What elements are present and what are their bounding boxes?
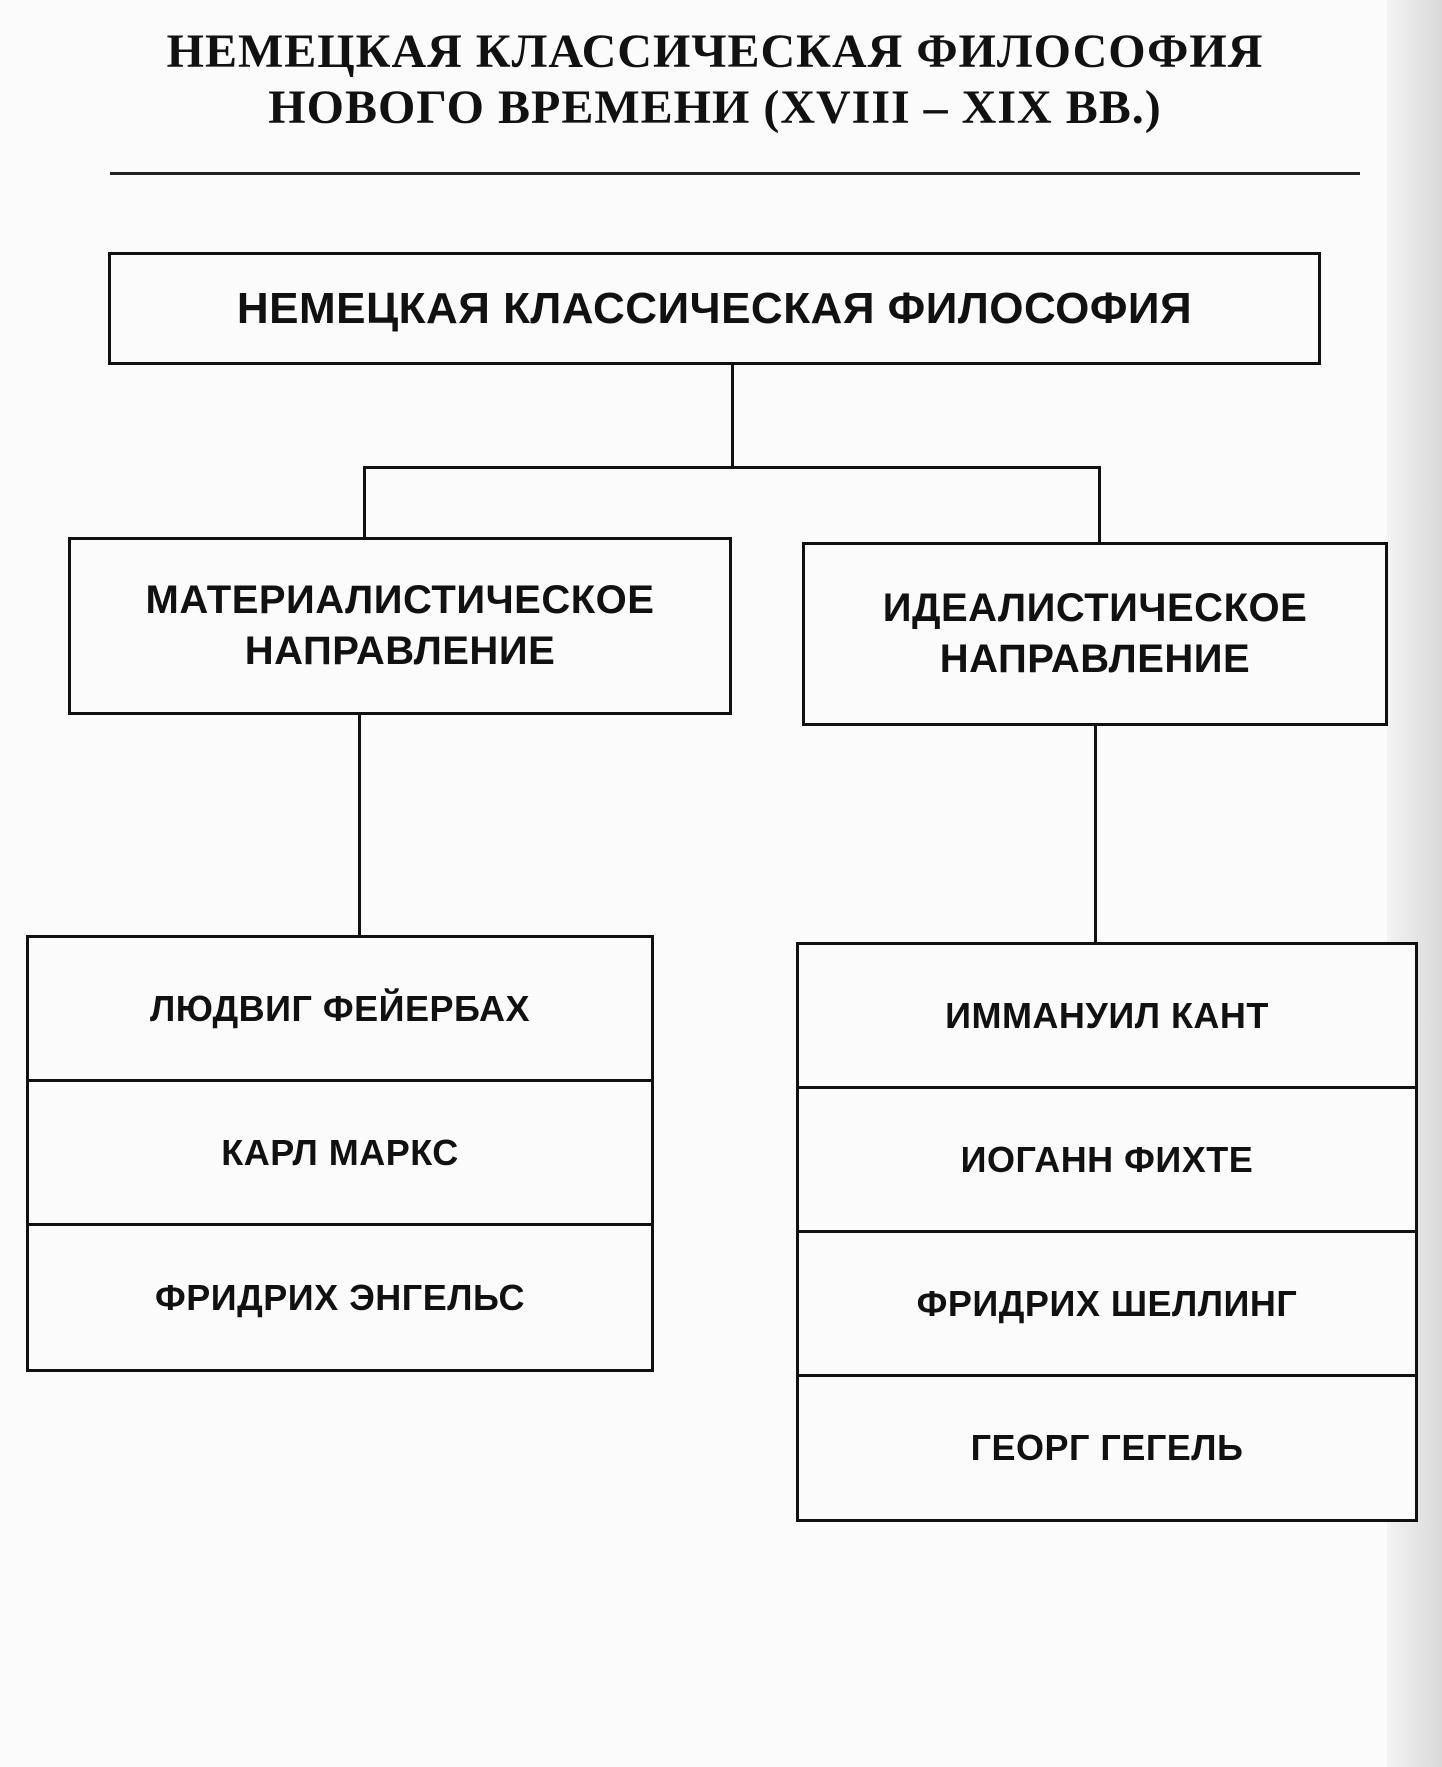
idealist-philosophers-list: ИММАНУИЛ КАНТ ИОГАНН ФИХТЕ ФРИДРИХ ШЕЛЛИ… [796, 942, 1418, 1522]
materialist-branch-node: МАТЕРИАЛИСТИЧЕСКОЕ НАПРАВЛЕНИЕ [68, 537, 732, 715]
connector-horizontal [363, 466, 1101, 469]
idealist-label-line-1: ИДЕАЛИСТИЧЕСКОЕ [882, 585, 1308, 630]
page-title-line-1: НЕМЕЦКАЯ КЛАССИЧЕСКАЯ ФИЛОСОФИЯ [166, 25, 1264, 78]
connector-right-down [1098, 466, 1101, 542]
root-node-label: НЕМЕЦКАЯ КЛАССИЧЕСКАЯ ФИЛОСОФИЯ [236, 283, 1193, 333]
philosopher-hegel: ГЕОРГ ГЕГЕЛЬ [970, 1427, 1244, 1468]
idealist-label-line-2: НАПРАВЛЕНИЕ [939, 637, 1251, 681]
connector-left-down [363, 466, 366, 537]
philosopher-schelling: ФРИДРИХ ШЕЛЛИНГ [799, 1233, 1415, 1377]
philosopher-marx: КАРЛ МАРКС [29, 1082, 651, 1226]
page-title-line-2: НОВОГО ВРЕМЕНИ (XVIII – XIX ВВ.) [268, 81, 1162, 134]
root-node: НЕМЕЦКАЯ КЛАССИЧЕСКАЯ ФИЛОСОФИЯ [108, 252, 1321, 365]
materialist-label-line-2: НАПРАВЛЕНИЕ [244, 629, 556, 673]
connector-materialist-to-list [358, 715, 361, 935]
materialist-philosophers-list: ЛЮДВИГ ФЕЙЕРБАХ КАРЛ МАРКС ФРИДРИХ ЭНГЕЛ… [26, 935, 654, 1372]
philosopher-feuerbach: ЛЮДВИГ ФЕЙЕРБАХ [29, 938, 651, 1082]
connector-root-down [731, 365, 734, 466]
connector-idealist-to-list [1094, 726, 1097, 942]
philosopher-engels: ФРИДРИХ ЭНГЕЛЬС [155, 1276, 525, 1318]
idealist-branch-node: ИДЕАЛИСТИЧЕСКОЕ НАПРАВЛЕНИЕ [802, 542, 1388, 726]
materialist-label-line-1: МАТЕРИАЛИСТИЧЕСКОЕ [145, 577, 655, 622]
philosopher-fichte: ИОГАНН ФИХТЕ [799, 1089, 1415, 1233]
title-divider [110, 172, 1360, 175]
philosopher-kant: ИММАНУИЛ КАНТ [799, 945, 1415, 1089]
